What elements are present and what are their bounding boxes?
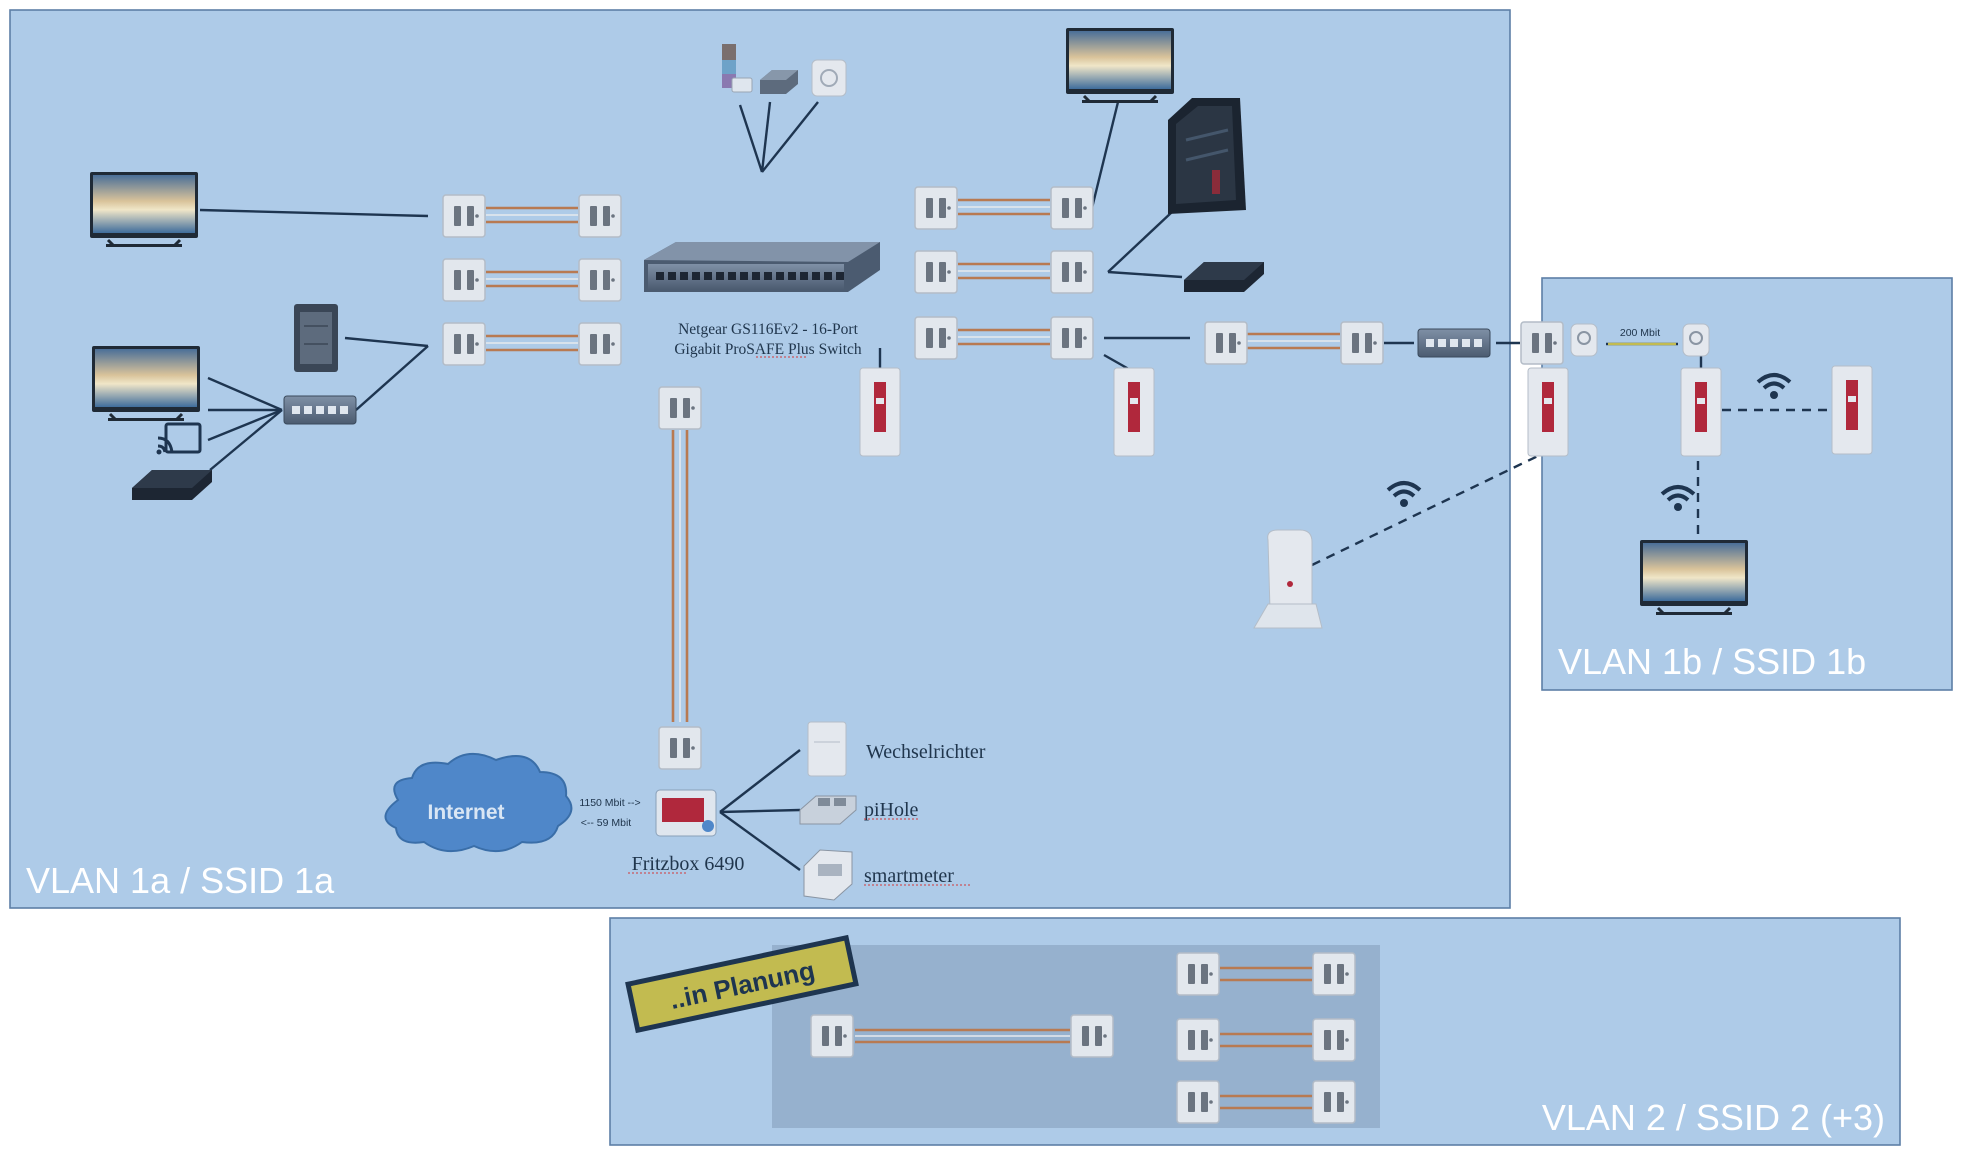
network-socket-icon: [1520, 321, 1564, 365]
zone-label-vlan1a: VLAN 1a / SSID 1a: [26, 860, 335, 901]
network-socket-icon: [442, 322, 486, 366]
fritzbox-icon: [1831, 365, 1873, 455]
network-socket-icon: [658, 726, 702, 770]
powerline-speed-label: 200 Mbit: [1620, 327, 1660, 339]
network-socket-icon: [810, 1014, 854, 1058]
network-socket-icon: [578, 322, 622, 366]
network-socket-icon: [1050, 186, 1094, 230]
tv-icon: [90, 344, 202, 423]
network-socket-icon: [1176, 1018, 1220, 1062]
smartmeter-icon: [803, 849, 853, 901]
fritzbox-icon: [1113, 367, 1155, 457]
fritzbox-icon: [859, 367, 901, 457]
cloud-icon: [384, 753, 573, 853]
switch-icon: [1417, 328, 1491, 358]
fritzbox-icon: [1680, 367, 1722, 457]
downstream-speed-label: 1150 Mbit -->: [579, 797, 640, 809]
fritzbox-icon: [1527, 367, 1569, 457]
network-socket-icon: [658, 386, 702, 430]
switch-model-label: Netgear GS116Ev2 - 16-Port: [678, 321, 858, 338]
planning-badge: ..in Planung: [625, 934, 859, 1034]
network-socket-icon: [914, 316, 958, 360]
network-socket-icon: [1050, 250, 1094, 294]
network-socket-icon: [1070, 1014, 1114, 1058]
network-socket-icon: [1312, 1018, 1356, 1062]
network-socket-icon: [1176, 952, 1220, 996]
smart-home-hub-icon: [760, 70, 798, 94]
network-socket-icon: [1312, 1080, 1356, 1124]
network-socket-icon: [442, 194, 486, 238]
network-socket-icon: [1050, 316, 1094, 360]
cast-icon: [156, 422, 202, 455]
network-socket-icon: [914, 250, 958, 294]
zone-vlan1a: [9, 9, 1511, 909]
switch-type-label: Gigabit ProSAFE Plus Switch: [674, 341, 862, 358]
switch-icon: [283, 395, 357, 425]
tv-icon: [1638, 538, 1750, 617]
tv-icon: [1064, 26, 1176, 105]
fritzbox-icon: [655, 789, 717, 837]
internet-label: Internet: [427, 801, 504, 824]
smartmeter-label: smartmeter: [864, 865, 954, 887]
inverter-icon: [807, 721, 847, 777]
network-socket-icon: [1204, 321, 1248, 365]
powerline-adapter-icon: [1570, 323, 1598, 357]
gaming-pc-icon: [1168, 98, 1246, 214]
network-socket-icon: [1312, 952, 1356, 996]
network-socket-icon: [578, 194, 622, 238]
powerline-adapter-icon: [1682, 323, 1710, 357]
network-socket-icon: [914, 186, 958, 230]
switch-icon: [644, 242, 880, 292]
network-socket-icon: [1176, 1080, 1220, 1124]
network-socket-icon: [1340, 321, 1384, 365]
smart-home-hub-icon: [811, 59, 847, 97]
inverter-label: Wechselrichter: [866, 741, 986, 763]
network-socket-icon: [442, 258, 486, 302]
zone-label-vlan1b: VLAN 1b / SSID 1b: [1558, 641, 1866, 682]
smart-home-hub-icon: [722, 44, 753, 93]
router-label: Fritzbox 6490: [632, 853, 745, 875]
connections: [199, 101, 1835, 871]
wifi-repeater-icon: [1253, 529, 1323, 629]
upstream-speed-label: <-- 59 Mbit: [581, 817, 632, 829]
tv-icon: [88, 170, 200, 249]
cable-runs: [486, 198, 1340, 1110]
nas-icon: [294, 304, 338, 372]
network-socket-icon: [578, 258, 622, 302]
zone-label-vlan2: VLAN 2 / SSID 2 (+3): [1542, 1097, 1885, 1138]
zone-vlan1b: [1541, 277, 1953, 691]
raspberry-pi-icon: [799, 795, 857, 825]
pihole-label: piHole: [864, 799, 919, 821]
